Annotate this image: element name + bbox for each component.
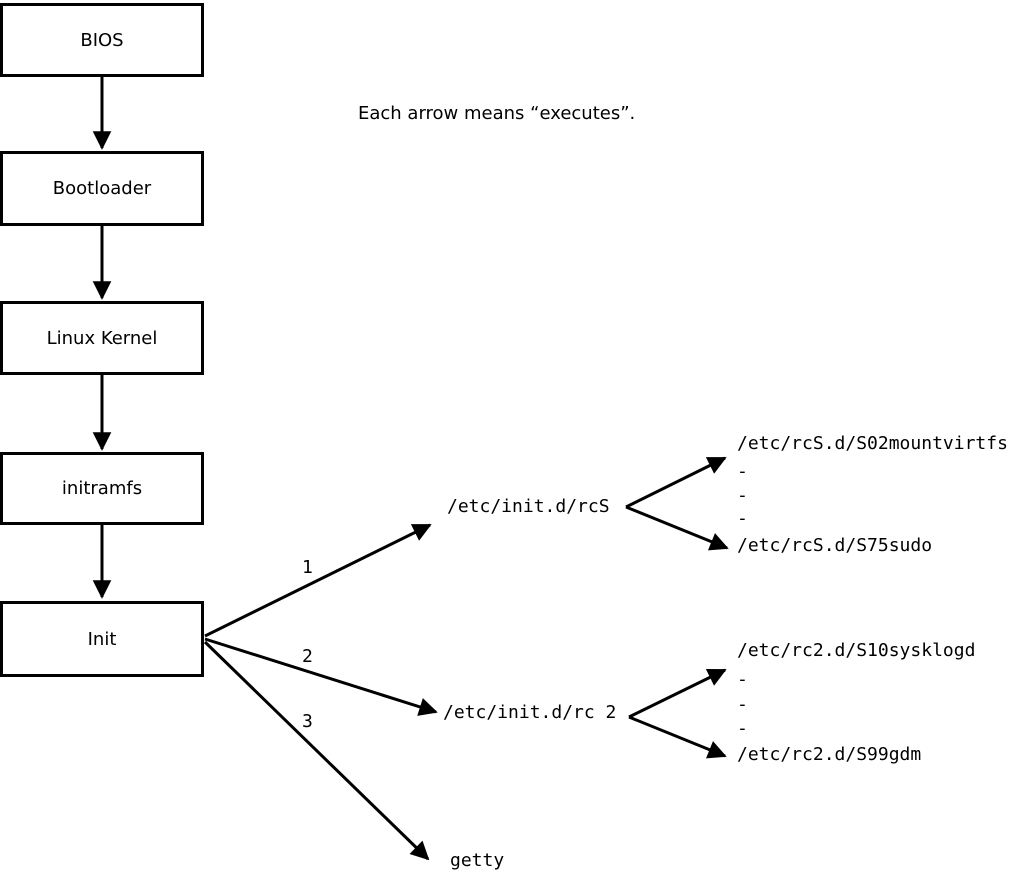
ellipsis-dash: -: [737, 718, 748, 739]
arrow-init-to-rcs: [204, 523, 432, 638]
node-s75sudo: /etc/rcS.d/S75sudo: [737, 535, 933, 556]
legend-note: Each arrow means “executes”.: [358, 103, 636, 124]
ellipsis-dash: -: [737, 508, 748, 529]
ellipsis-dash: -: [737, 461, 748, 482]
node-s99gdm: /etc/rc2.d/S99gdm: [737, 744, 922, 765]
arrow-rcs-to-s75sudo: [625, 505, 729, 551]
branch-number-2: 2: [302, 646, 313, 667]
node-initramfs-label: initramfs: [61, 478, 143, 499]
arrow-rc2-to-s99gdm: [628, 715, 727, 759]
branch-number-1: 1: [302, 557, 313, 578]
node-bootloader-label: Bootloader: [52, 178, 152, 199]
node-bootloader: Bootloader: [0, 151, 204, 226]
node-s10sysklogd: /etc/rc2.d/S10sysklogd: [737, 640, 976, 661]
arrow-init-to-getty: [203, 640, 430, 861]
ellipsis-dash: -: [737, 485, 748, 506]
node-bios-label: BIOS: [80, 29, 124, 51]
ellipsis-dash: -: [737, 694, 748, 715]
ellipsis-dash: -: [737, 669, 748, 690]
arrow-rc2-to-s10sysklogd: [628, 668, 727, 719]
node-getty: getty: [450, 850, 505, 871]
node-bios: BIOS: [0, 3, 204, 77]
arrow-init-to-rc2: [204, 637, 438, 716]
node-s02mountvirtfs: /etc/rcS.d/S02mountvirtfs: [737, 433, 1008, 454]
branch-number-3: 3: [302, 711, 313, 732]
node-init-label: Init: [87, 628, 117, 650]
node-initramfs: initramfs: [0, 452, 204, 525]
node-etc-init-d-rcs: /etc/init.d/rcS: [447, 496, 610, 517]
arrow-rcs-to-s02mountvirtfs: [625, 456, 727, 509]
node-linux-kernel-label: Linux Kernel: [46, 327, 158, 349]
node-init: Init: [0, 601, 204, 677]
node-etc-init-d-rc2: /etc/init.d/rc 2: [443, 702, 617, 723]
node-linux-kernel: Linux Kernel: [0, 301, 204, 375]
